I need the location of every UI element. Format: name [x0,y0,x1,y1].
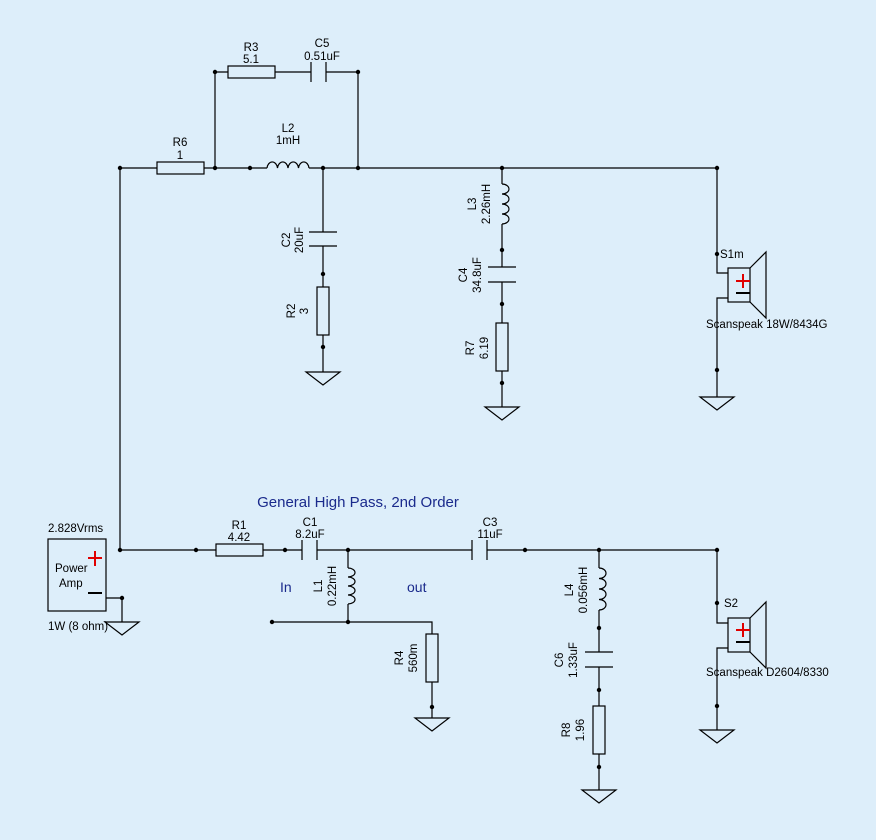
l4-value: 0.056mH [578,567,590,614]
c2-value: 20uF [294,227,306,253]
in-label: In [280,579,292,595]
out-label: out [407,579,427,595]
ground-s1m [698,396,736,411]
source-voltage: 2.828Vrms [48,523,103,535]
power-amp: Power Amp 2.828Vrms 1W (8 ohm) [47,523,108,633]
speaker-s2: S2 Scanspeak D2604/8330 [706,598,829,679]
section-title: General High Pass, 2nd Order [257,494,459,511]
c1-value: 8.2uF [295,529,324,541]
ground-r4 [413,717,451,732]
s2-ref: S2 [724,598,738,610]
inductor-l3: L3 2.26mH [467,183,510,225]
ground-r8 [580,789,618,804]
inductor-l1: L1 0.22mH [313,566,356,606]
inductor-l2: L2 1mH [266,123,310,169]
r3-value: 5.1 [243,54,259,66]
s1m-ref: S1m [720,249,744,261]
l3-value: 2.26mH [481,184,493,224]
capacitor-c2: C2 20uF [281,227,337,253]
power-amp-label-2: Amp [59,578,83,590]
c2-ref: C2 [281,233,293,248]
capacitor-c6: C6 1.33uF [554,642,613,678]
wires [106,71,728,790]
source-rating: 1W (8 ohm) [48,621,108,633]
s1m-model: Scanspeak 18W/8434G [706,319,828,331]
r7-ref: R7 [465,341,477,356]
l2-value: 1mH [276,135,300,147]
resistor-r6: R6 1 [156,137,205,175]
c4-ref: C4 [458,267,470,282]
ground-s2 [698,729,736,744]
r7-value: 6.19 [479,337,491,359]
ground-r7 [483,406,521,421]
r8-ref: R8 [561,723,573,738]
c3-ref: C3 [483,517,498,529]
ground-amp [103,621,141,636]
r1-ref: R1 [232,520,247,532]
l2-ref: L2 [282,123,295,135]
resistor-r3: R3 5.1 [227,42,276,79]
c5-ref: C5 [315,38,330,50]
speaker-s1m: S1m Scanspeak 18W/8434G [706,249,828,331]
r6-value: 1 [177,150,183,162]
c4-value: 34.8uF [472,257,484,293]
r2-ref: R2 [286,304,298,319]
l1-ref: L1 [313,580,325,593]
resistor-r1: R1 4.42 [215,520,264,557]
r3-ref: R3 [244,42,259,54]
r6-ref: R6 [173,137,188,149]
resistor-r4: R4 560m [394,633,439,683]
c1-ref: C1 [303,517,318,529]
r2-value: 3 [299,308,311,314]
power-amp-label-1: Power [55,563,88,575]
r4-value: 560m [408,644,420,673]
c6-ref: C6 [554,653,566,668]
r1-value: 4.42 [228,532,250,544]
resistor-r2: R2 3 [286,286,330,336]
capacitor-c4: C4 34.8uF [458,257,516,293]
r4-ref: R4 [394,650,406,665]
s2-model: Scanspeak D2604/8330 [706,667,829,679]
inductor-l4: L4 0.056mH [564,567,607,614]
ground-r2 [304,371,342,386]
c6-value: 1.33uF [568,642,580,678]
capacitor-c1: C1 8.2uF [295,517,325,560]
l1-value: 0.22mH [327,566,339,606]
junction-dots [117,69,720,770]
capacitor-c5: C5 0.51uF [304,38,340,82]
resistor-r7: R7 6.19 [465,322,509,372]
c3-value: 11uF [477,529,502,541]
l3-ref: L3 [467,198,479,211]
capacitor-c3: C3 11uF [471,517,503,560]
l4-ref: L4 [564,583,576,596]
resistor-r8: R8 1.96 [561,705,606,755]
c5-value: 0.51uF [304,51,340,63]
r8-value: 1.96 [575,719,587,741]
